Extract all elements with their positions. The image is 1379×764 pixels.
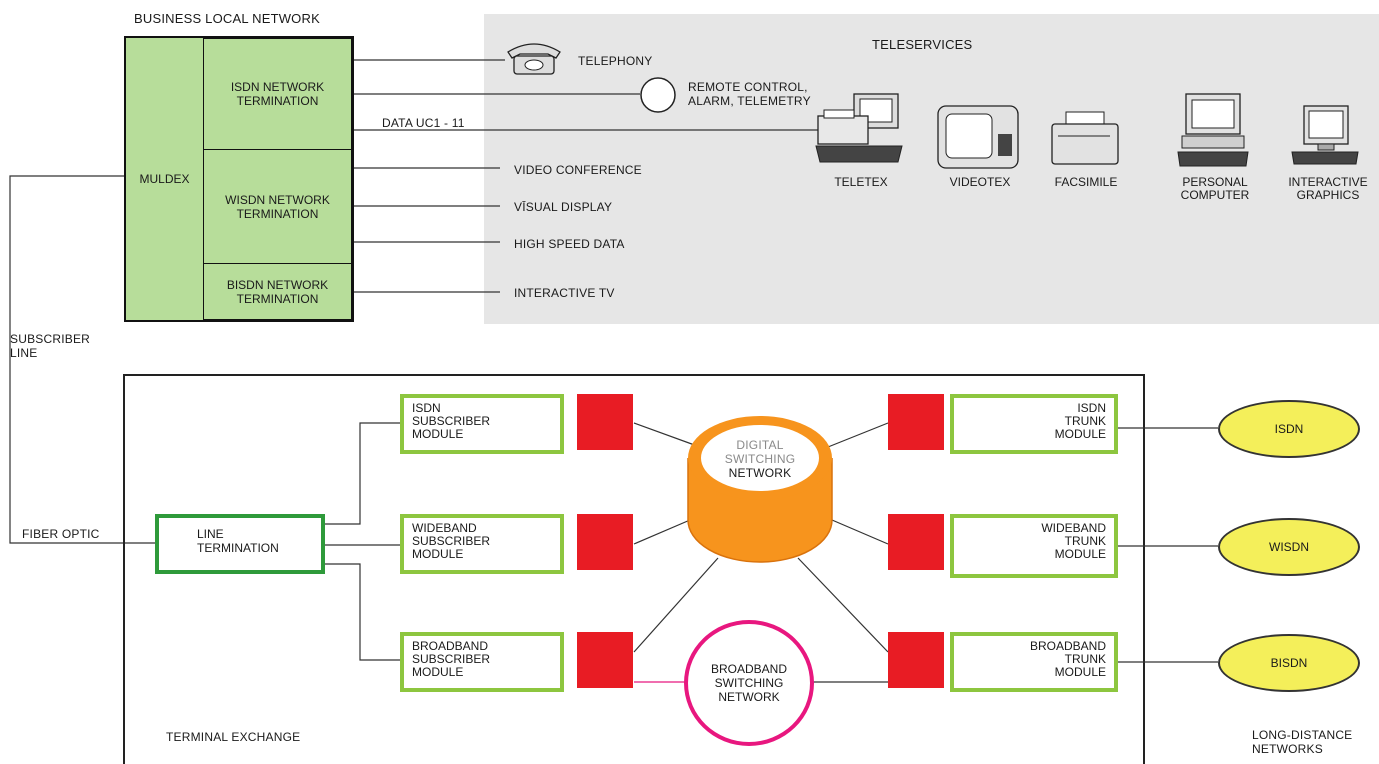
telephone-icon [507,43,561,75]
wisdn-network-oval: WISDN [1218,518,1360,576]
digital-switching-network [687,416,833,563]
business-network-title: BUSINESS LOCAL NETWORK [134,11,320,26]
isdn-trunk-interface [888,394,944,450]
broadband-subscriber-module: BROADBAND SUBSCRIBER MODULE [400,632,564,692]
graphics-workstation-icon [1291,105,1359,165]
broadband-trunk-interface [888,632,944,688]
videotex-label: VIDEOTEX [949,175,1011,189]
isdn-trunk-module: ISDN TRUNK MODULE [950,394,1118,454]
isdn-network-termination: ISDN NETWORK TERMINATION [203,38,352,150]
isdn-network-oval: ISDN [1218,400,1360,458]
broadband-subscriber-interface [577,632,633,688]
facsimile-label: FACSIMILE [1054,175,1118,189]
wideband-trunk-module: WIDEBAND TRUNK MODULE [950,514,1118,578]
remote-control-circle-icon [640,77,676,113]
remote-control-label: REMOTE CONTROL, ALARM, TELEMETRY [688,80,811,108]
fiber-optic-label: FIBER OPTIC [22,527,100,541]
high-speed-data-label: HIGH SPEED DATA [514,237,625,251]
broadband-switching-network: BROADBAND SWITCHING NETWORK [684,620,814,746]
long-distance-networks-title: LONG-DISTANCE NETWORKS [1252,728,1353,756]
broadband-trunk-module: BROADBAND TRUNK MODULE [950,632,1118,692]
facsimile-machine-icon [1051,111,1119,165]
teleservices-panel [484,14,1379,324]
wideband-trunk-interface [888,514,944,570]
teletex-terminal-icon [815,93,903,163]
personal-computer-icon [1177,93,1249,167]
digital-switching-label: DIGITAL SWITCHING [724,438,796,466]
isdn-subscriber-module: ISDN SUBSCRIBER MODULE [400,394,564,454]
personal-computer-label: PERSONAL COMPUTER [1180,175,1250,202]
visual-display-label: VĪSUAL DISPLAY [514,200,613,214]
bisdn-network-termination: BISDN NETWORK TERMINATION [203,263,352,320]
wideband-subscriber-interface [577,514,633,570]
telephony-label: TELEPHONY [578,54,653,68]
muldex-label: MULDEX [126,38,204,320]
teleservices-title: TELESERVICES [872,37,973,52]
data-uc-label: DATA UC1 - 11 [382,116,465,130]
line-termination: LINE TERMINATION [155,514,325,574]
interactive-tv-label: INTERACTIVE TV [514,286,615,300]
wisdn-network-termination: WISDN NETWORK TERMINATION [203,149,352,264]
teletex-label: TELETEX [834,175,888,189]
bisdn-network-oval: BISDN [1218,634,1360,692]
terminal-exchange-title: TERMINAL EXCHANGE [166,730,301,744]
wideband-subscriber-module: WIDEBAND SUBSCRIBER MODULE [400,514,564,574]
videotex-monitor-icon [937,105,1019,169]
subscriber-line-label: SUBSCRIBER LINE [10,332,91,360]
isdn-subscriber-interface [577,394,633,450]
business-local-network: MULDEX ISDN NETWORK TERMINATION WISDN NE… [124,36,354,322]
video-conference-label: VIDEO CONFERENCE [514,163,642,177]
interactive-graphics-label: INTERACTIVE GRAPHICS [1288,175,1368,202]
digital-switching-network-label: NETWORK [728,466,792,480]
